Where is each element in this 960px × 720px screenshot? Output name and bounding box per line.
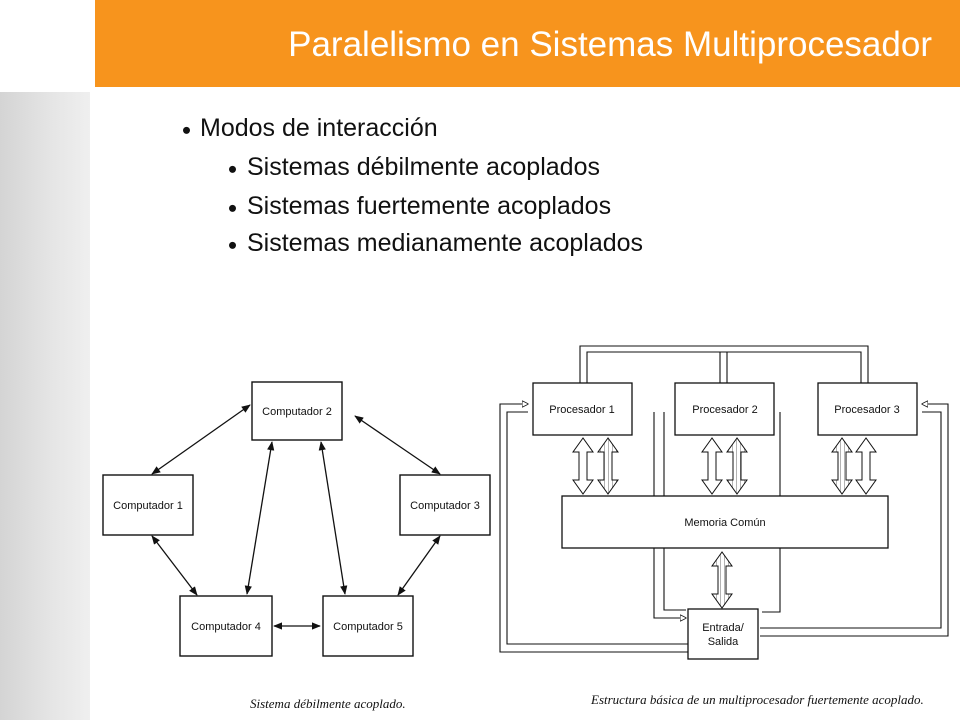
bullet-dot-icon	[229, 204, 236, 212]
io-label-line1: Entrada/	[702, 622, 745, 634]
link-c2-c1	[151, 404, 251, 475]
node-computer-4-label: Computador 4	[191, 621, 261, 633]
processor-2-label: Procesador 2	[692, 404, 757, 416]
bullet-sub-3: Sistemas medianamente acoplados	[229, 229, 644, 258]
common-memory-label: Memoria Común	[684, 517, 765, 529]
processor-1-label: Procesador 1	[549, 404, 614, 416]
top-bus-inner	[586, 351, 862, 383]
io-box	[687, 608, 759, 660]
title-bar: Paralelismo en Sistemas Multiprocesador	[95, 0, 960, 87]
processor-3-label: Procesador 3	[834, 404, 899, 416]
node-computer-5-label: Computador 5	[333, 621, 403, 633]
io-label-line2: Salida	[708, 636, 739, 648]
bullet-main-text: Modos de interacción	[200, 114, 438, 142]
node-computer-3	[399, 474, 491, 536]
processor-1-box	[532, 382, 633, 436]
loose-caption: Sistema débilmente acoplado.	[250, 696, 406, 711]
node-computer-2-label: Computador 2	[262, 406, 332, 418]
bullet-sub-2: Sistemas fuertemente acoplados	[229, 192, 612, 221]
right-bus-outer	[760, 404, 949, 637]
bullet-dot-icon	[183, 126, 190, 134]
top-bus-outer	[579, 345, 869, 383]
processor-2-box	[674, 382, 775, 436]
link-c2-c3	[354, 415, 441, 475]
link-c1-c4	[151, 535, 198, 596]
bullet-sub-text: Sistemas medianamente acoplados	[247, 229, 644, 257]
node-computer-4	[179, 595, 273, 657]
bullet-sub-text: Sistemas débilmente acoplados	[247, 153, 600, 181]
bullet-sub-1: Sistemas débilmente acoplados	[229, 153, 600, 182]
link-c3-c5	[397, 535, 441, 596]
link-c2-c5	[318, 441, 348, 595]
tight-caption: Estructura básica de un multiprocesador …	[591, 692, 924, 707]
node-computer-1	[102, 474, 194, 536]
slide-title: Paralelismo en Sistemas Multiprocesador	[288, 25, 932, 64]
bullet-main: Modos de interacción	[183, 114, 438, 143]
bullet-dot-icon	[229, 241, 236, 249]
bullet-dot-icon	[229, 165, 236, 173]
left-decorative-strip	[0, 92, 90, 720]
link-c2-c4	[244, 441, 275, 595]
left-bus-outer	[499, 404, 688, 653]
node-computer-3-label: Computador 3	[410, 500, 480, 512]
node-computer-2	[251, 381, 343, 441]
node-computer-5	[322, 595, 414, 657]
bullet-sub-text: Sistemas fuertemente acoplados	[247, 192, 612, 220]
node-computer-1-label: Computador 1	[113, 500, 183, 512]
processor-3-box	[817, 382, 918, 436]
common-memory-box	[561, 495, 889, 549]
